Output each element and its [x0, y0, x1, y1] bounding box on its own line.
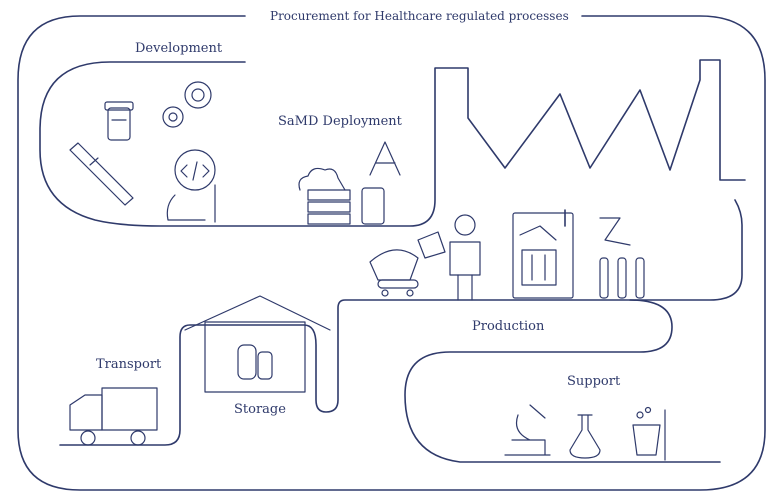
stage-label-production: Production — [472, 319, 545, 334]
truck-icon — [69, 387, 158, 446]
flask-icon — [569, 414, 601, 459]
stage-label-samd-deployment: SaMD Deployment — [278, 114, 402, 129]
gears-icon — [162, 81, 212, 128]
warehouse-icon — [184, 295, 331, 393]
cleaning-bucket-icon — [632, 406, 666, 461]
app-store-icon — [369, 141, 401, 176]
lab-machine-icon — [512, 212, 574, 299]
conveyor-icon — [369, 231, 446, 297]
stage-label-support: Support — [567, 374, 621, 389]
smartphone-icon — [361, 187, 385, 225]
diagram-title: Procurement for Healthcare regulated pro… — [270, 9, 569, 23]
stage-label-transport: Transport — [96, 357, 162, 372]
cloud-server-icon — [298, 167, 351, 225]
developer-icon — [166, 149, 216, 223]
factory-roof-icon — [39, 59, 746, 227]
support-path — [404, 299, 721, 463]
stage-label-development: Development — [135, 41, 223, 56]
robot-arm-tubes-icon — [599, 217, 645, 299]
worker-icon — [449, 214, 481, 301]
stage-label-storage: Storage — [234, 402, 286, 417]
process-path — [59, 199, 743, 446]
microscope-icon — [504, 404, 551, 456]
outer-frame — [17, 15, 766, 491]
pill-bottle-icon — [104, 101, 134, 141]
syringe-pen-icon — [69, 142, 134, 206]
